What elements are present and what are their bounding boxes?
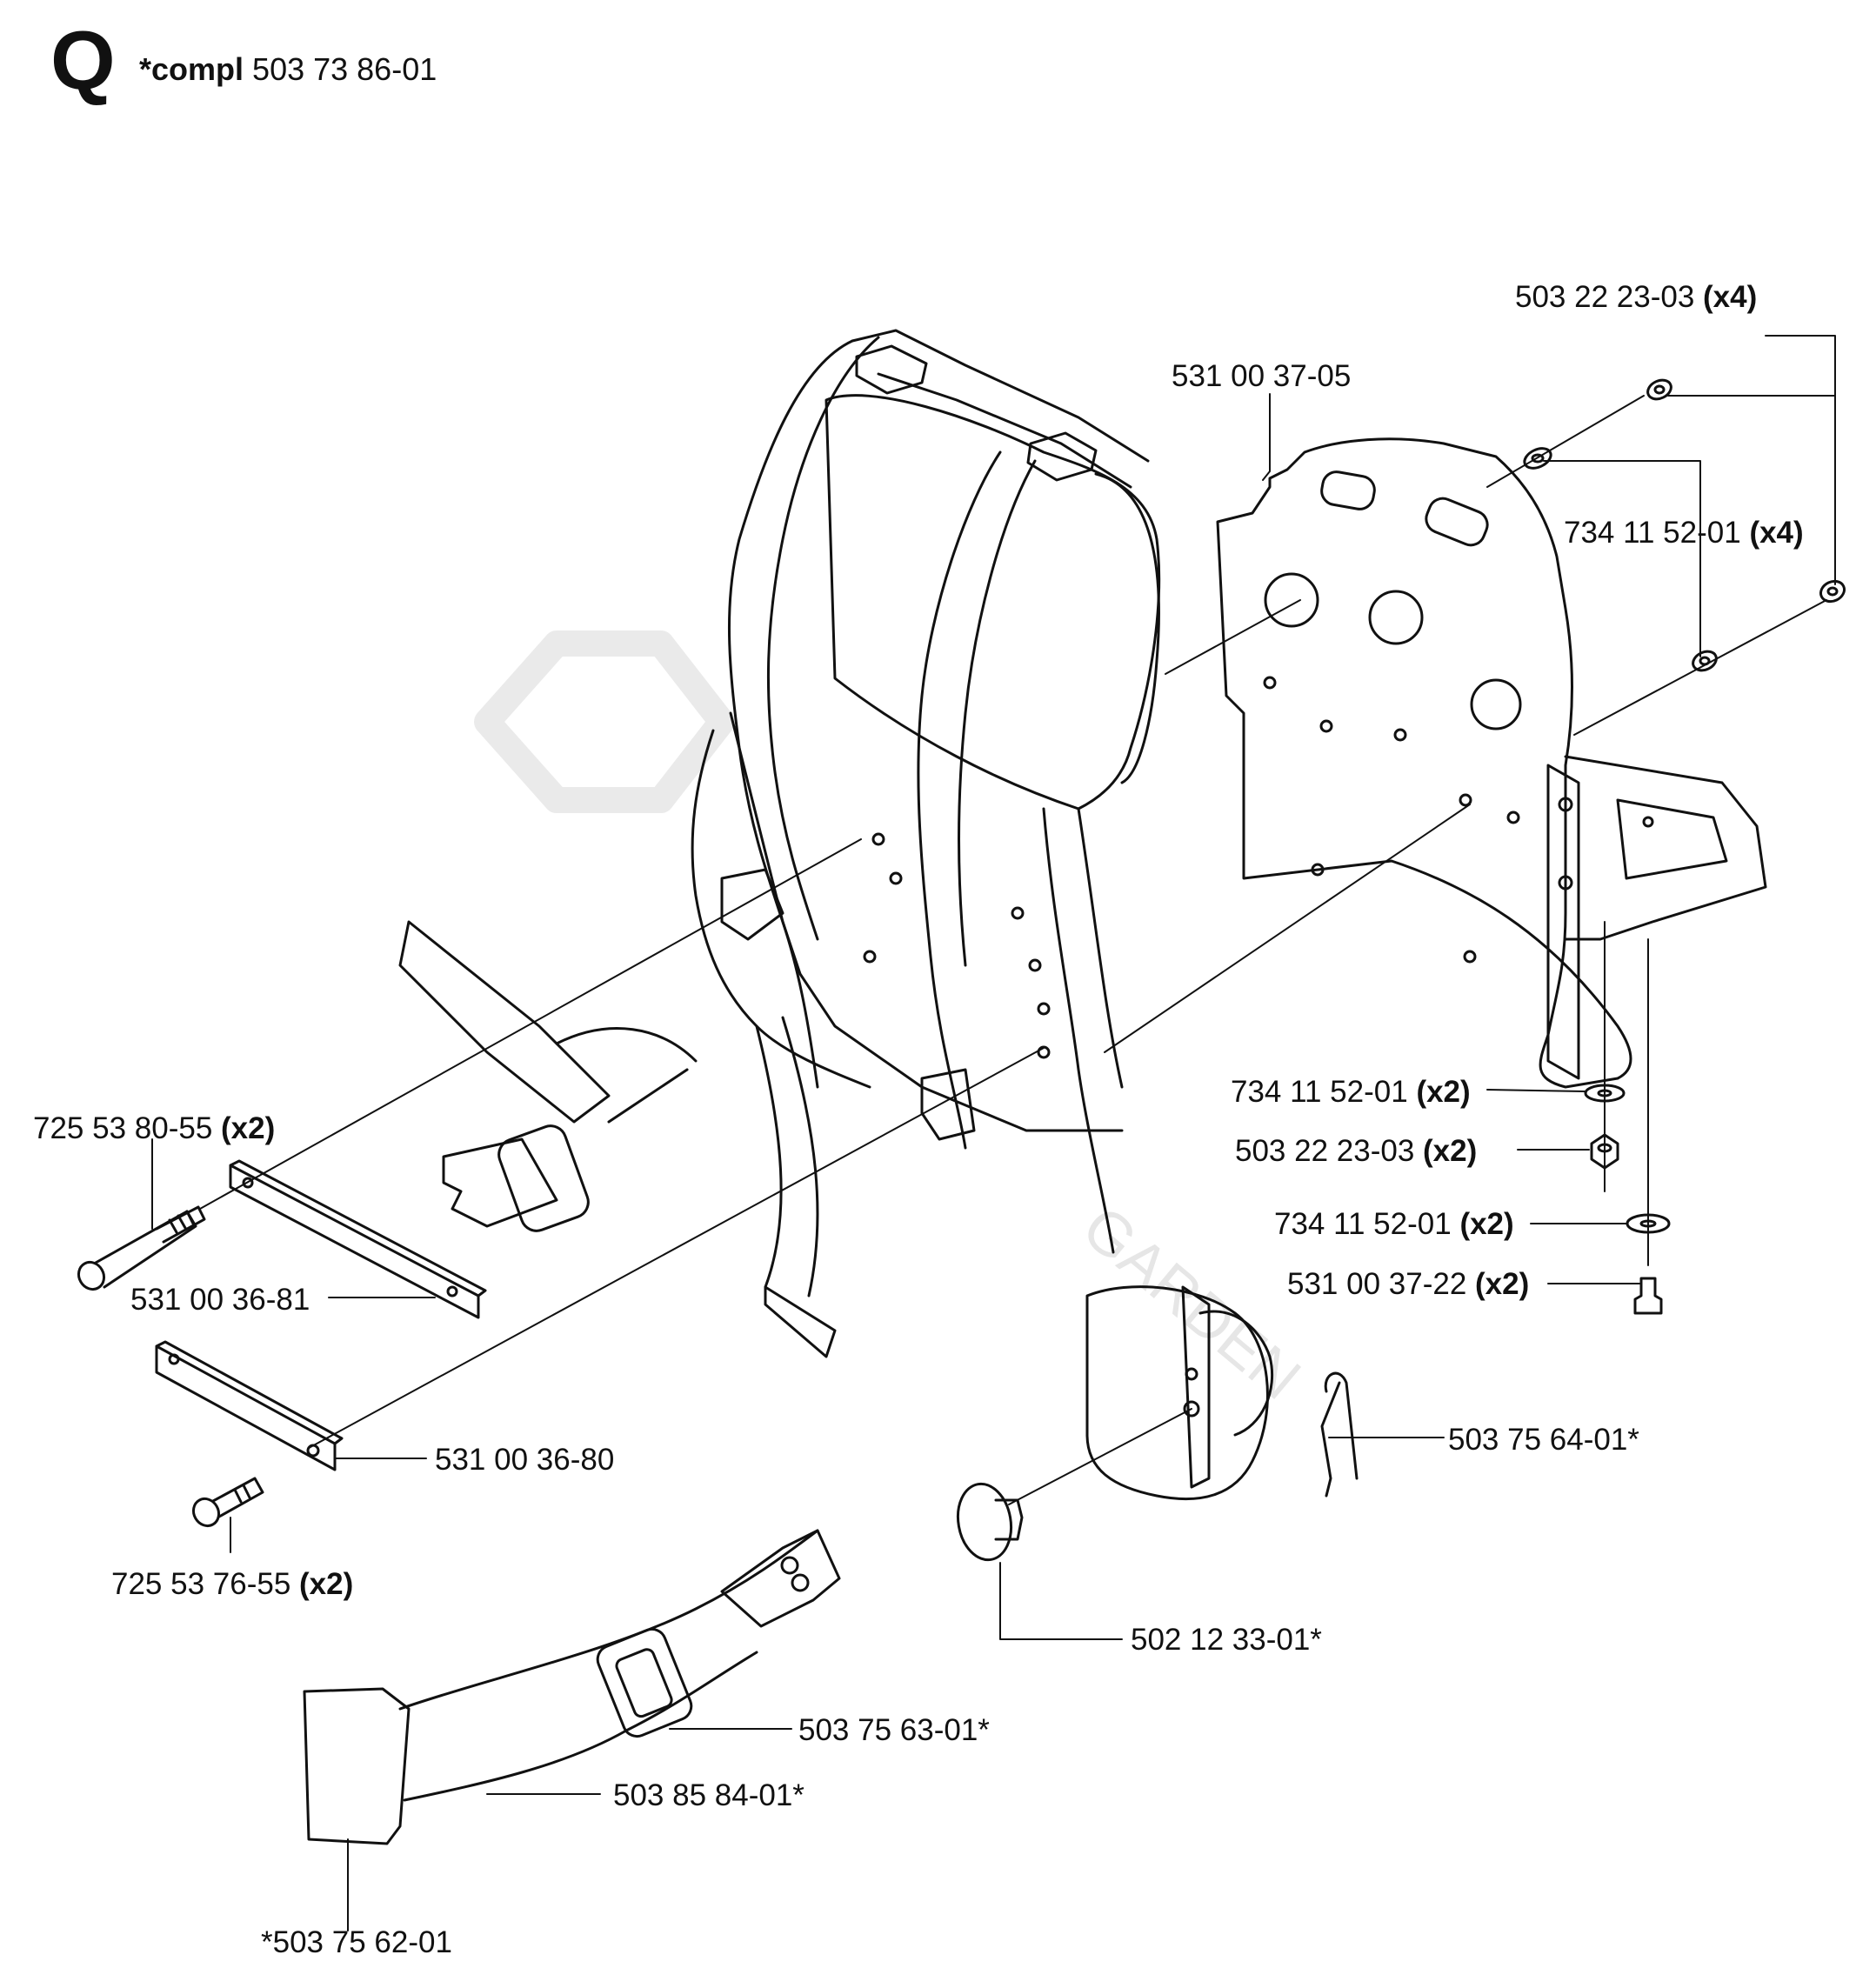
r-clip-pin — [1320, 1371, 1359, 1498]
nut-503-lower — [1590, 1133, 1619, 1170]
harness-assembly — [398, 329, 1274, 1501]
label-531-00-37-05: 531 00 37-05 — [1172, 359, 1352, 393]
compl-number: 503 73 86-01 — [252, 51, 437, 87]
label-725-53-80-55-x2: 725 53 80-55 (x2) — [33, 1111, 276, 1145]
label-502-12-33-01: 502 12 33-01* — [1131, 1623, 1322, 1657]
label-531-00-36-80: 531 00 36-80 — [435, 1443, 615, 1477]
washer-734-top-a — [1523, 447, 1552, 470]
label-734-11-52-01-x4: 734 11 52-01 (x4) — [1564, 516, 1804, 550]
pin-502-12-33-01 — [956, 1482, 1024, 1562]
watermark-logo — [474, 630, 735, 813]
label-531-00-36-81: 531 00 36-81 — [130, 1283, 310, 1317]
label-leaders — [151, 335, 1836, 1931]
bolt-725-53-80-55 — [77, 1205, 206, 1291]
plate-531-00-36-81 — [229, 1159, 487, 1319]
label-734-11-52-01-x2-b: 734 11 52-01 (x2) — [1274, 1207, 1514, 1241]
bolt-725-53-76-55 — [191, 1477, 264, 1528]
back-plate — [1216, 437, 1767, 1089]
label-503-85-84-01: 503 85 84-01* — [613, 1778, 804, 1812]
compl-prefix: *compl — [139, 51, 244, 87]
label-531-00-37-22-x2: 531 00 37-22 (x2) — [1287, 1267, 1530, 1301]
complete-assembly-number: *compl 503 73 86-01 — [139, 54, 437, 85]
label-503-75-63-01: 503 75 63-01* — [798, 1713, 990, 1747]
label-503-75-64-01: 503 75 64-01* — [1448, 1423, 1639, 1457]
nut-503-top-a — [1646, 378, 1672, 401]
label-734-11-52-01-x2-a: 734 11 52-01 (x2) — [1231, 1075, 1471, 1109]
screw-531-00-37-22 — [1633, 1277, 1663, 1315]
nut-503-top-b — [1819, 579, 1846, 604]
washer-734-lower-a — [1584, 1084, 1626, 1103]
explode-lines — [199, 395, 1827, 1505]
label-503-22-23-03-x4: 503 22 23-03 (x4) — [1515, 280, 1758, 314]
waist-belt — [303, 1529, 841, 1845]
label-725-53-76-55-x2: 725 53 76-55 (x2) — [111, 1567, 354, 1601]
plate-531-00-36-80 — [155, 1340, 344, 1471]
label-503-75-62-01: *503 75 62-01 — [261, 1925, 452, 1959]
section-letter: Q — [50, 14, 116, 107]
label-503-22-23-03-x2: 503 22 23-03 (x2) — [1235, 1134, 1478, 1168]
